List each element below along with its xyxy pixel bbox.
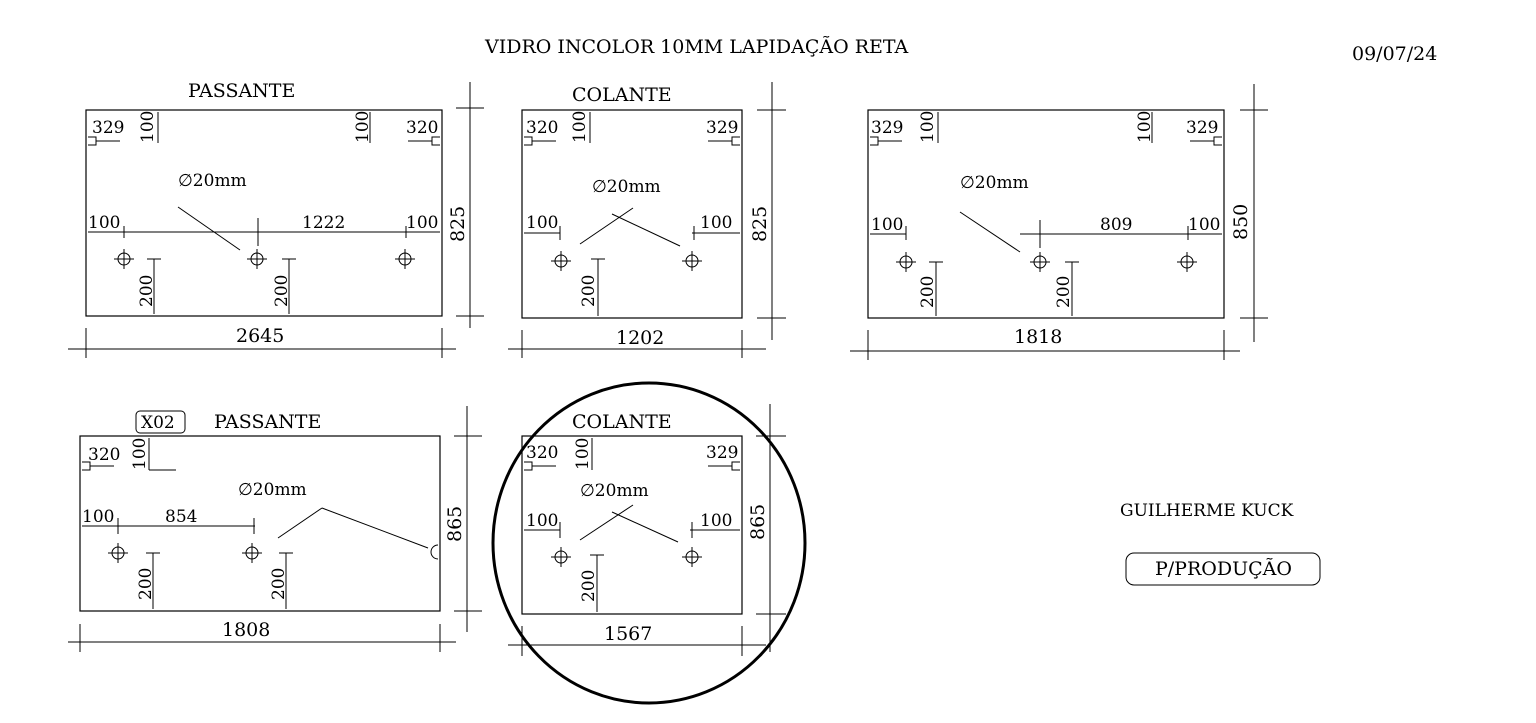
hole-marker — [551, 547, 571, 567]
panel-passante-1808: X02 PASSANTE 320 100 ∅20mm 100 854 200 2… — [68, 406, 482, 652]
dim-200-vertical: 200 — [1054, 276, 1074, 308]
dim-100: 100 — [700, 511, 732, 531]
dim-width: 1808 — [222, 619, 270, 641]
dim-hole-spacing: 854 — [165, 507, 197, 527]
status-badge: P/PRODUÇÃO — [1155, 558, 1292, 580]
hole-diameter-label: ∅20mm — [178, 171, 247, 191]
dim-200-vertical: 200 — [136, 568, 156, 600]
dim-100-vertical: 100 — [1135, 111, 1155, 143]
dim-320: 320 — [526, 443, 558, 463]
hole-diameter-label: ∅20mm — [960, 173, 1029, 193]
hole-marker — [682, 547, 702, 567]
dim-hole-spacing: 809 — [1100, 215, 1132, 235]
dim-200-vertical: 200 — [579, 570, 599, 602]
dim-200-vertical: 200 — [137, 275, 157, 307]
dim-100-vertical: 100 — [353, 111, 373, 143]
dim-329: 329 — [1186, 118, 1218, 138]
hole-marker — [395, 249, 415, 269]
hole-diameter-label: ∅20mm — [238, 480, 307, 500]
glass-outline — [867, 109, 1225, 319]
hole-marker — [247, 249, 267, 269]
hole-marker — [551, 251, 571, 271]
hole-marker — [896, 252, 916, 272]
sheet-title: VIDRO INCOLOR 10MM LAPIDAÇÃO RETA — [484, 36, 909, 58]
dim-329: 329 — [92, 118, 124, 138]
dim-width: 1202 — [616, 327, 664, 349]
dim-329: 329 — [706, 443, 738, 463]
panel-colante-1567: COLANTE 320 329 100 ∅20mm 100 100 200 86… — [491, 381, 807, 705]
panel-title: COLANTE — [572, 84, 672, 106]
dim-100: 100 — [700, 213, 732, 233]
dim-width: 1818 — [1014, 326, 1062, 348]
dim-hole-spacing: 1222 — [302, 213, 345, 233]
hole-marker — [1030, 252, 1050, 272]
dim-200-vertical: 200 — [272, 275, 292, 307]
panel-title: COLANTE — [572, 411, 672, 433]
dim-height: 865 — [444, 506, 466, 542]
dim-width: 2645 — [236, 325, 284, 347]
dim-100-vertical: 100 — [138, 111, 158, 143]
panel-title: PASSANTE — [188, 80, 295, 102]
dim-100: 100 — [871, 215, 903, 235]
glass-outline — [79, 435, 441, 612]
dim-320: 320 — [88, 445, 120, 465]
hole-diameter-label: ∅20mm — [592, 177, 661, 197]
dim-100: 100 — [526, 511, 558, 531]
glass-outline — [521, 109, 743, 319]
dim-329: 329 — [706, 118, 738, 138]
quantity-badge: X02 — [141, 413, 175, 433]
dim-100: 100 — [526, 213, 558, 233]
sheet-date: 09/07/24 — [1352, 43, 1437, 65]
glass-outline — [85, 109, 443, 317]
panel-colante-1202: COLANTE 320 329 100 ∅20mm 100 100 200 82… — [508, 82, 786, 358]
status-badge-box — [1125, 552, 1321, 586]
dim-100: 100 — [406, 213, 438, 233]
dim-200-vertical: 200 — [918, 276, 938, 308]
hole-marker — [242, 543, 262, 563]
glass-outline — [521, 435, 743, 615]
hole-marker — [108, 543, 128, 563]
dim-height: 865 — [747, 504, 769, 540]
author-name: GUILHERME KUCK — [1120, 501, 1294, 521]
hole-marker — [682, 251, 702, 271]
dim-320: 320 — [406, 118, 438, 138]
dim-100-vertical: 100 — [573, 438, 593, 470]
hole-diameter-label: ∅20mm — [580, 481, 649, 501]
dim-height: 825 — [749, 206, 771, 242]
quantity-badge-box — [135, 410, 186, 434]
hole-marker — [1177, 252, 1197, 272]
dim-100: 100 — [82, 507, 114, 527]
dim-320: 320 — [526, 118, 558, 138]
panel-passante-2645: PASSANTE 329 320 100 100 ∅20mm 100 1222 … — [68, 80, 484, 358]
panel-1818: 329 329 100 100 ∅20mm 100 809 100 200 20… — [850, 84, 1268, 360]
dim-329: 329 — [871, 118, 903, 138]
dim-100-vertical: 100 — [130, 438, 150, 470]
dim-200-vertical: 200 — [579, 275, 599, 307]
dim-100: 100 — [88, 213, 120, 233]
panel-title: PASSANTE — [214, 411, 321, 433]
dim-100-vertical: 100 — [570, 111, 590, 143]
dim-100-vertical: 100 — [918, 111, 938, 143]
dim-height: 825 — [447, 206, 469, 242]
dim-height: 850 — [1230, 204, 1252, 240]
dim-width: 1567 — [604, 623, 652, 645]
hole-marker — [114, 249, 134, 269]
highlight-circle — [491, 381, 807, 705]
dim-200-vertical: 200 — [269, 568, 289, 600]
dim-100: 100 — [1188, 215, 1220, 235]
